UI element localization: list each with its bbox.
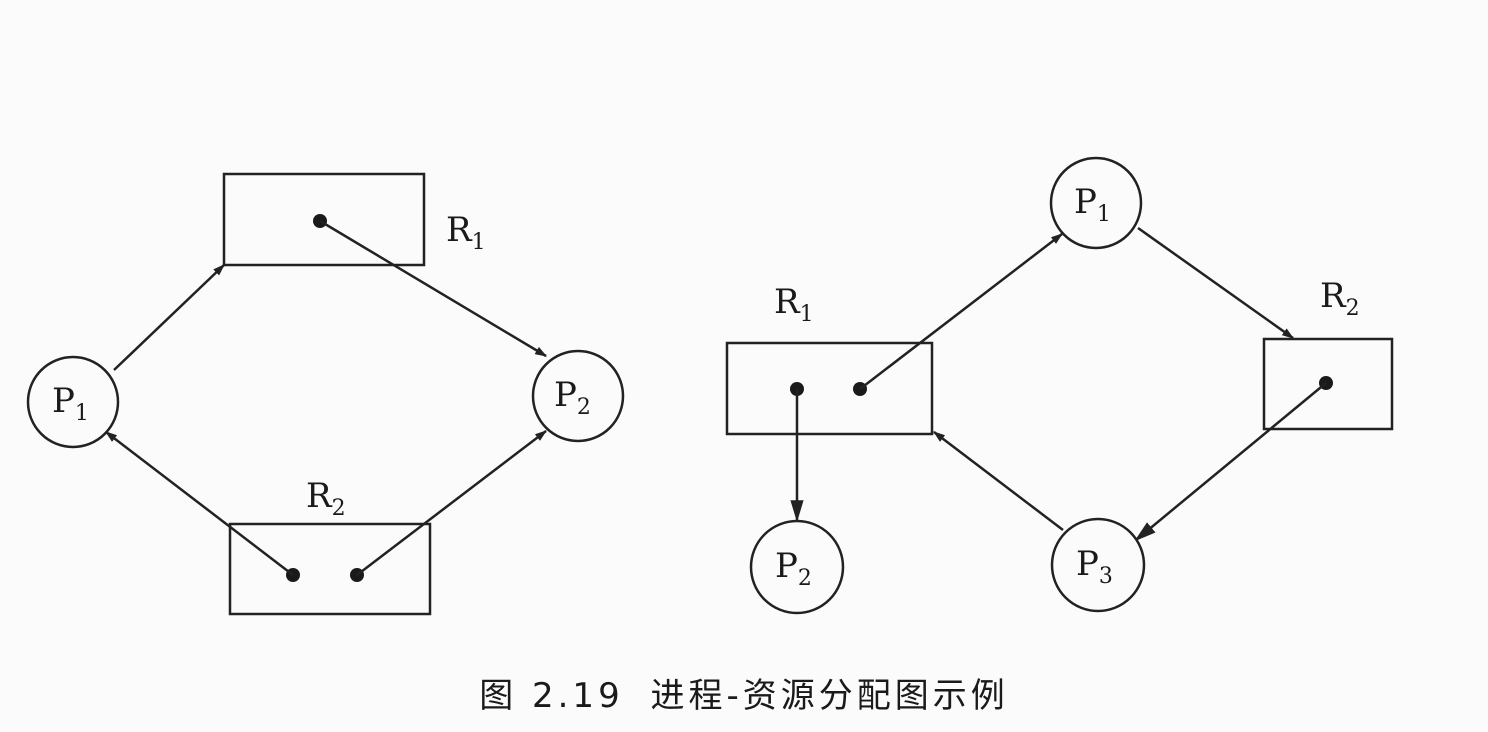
- left-edge-r2-assigned-p1: [105, 431, 294, 576]
- right-p3-node: [1050, 517, 1146, 613]
- right-r2-box: [1262, 337, 1394, 431]
- right-p1-node: [1049, 156, 1143, 250]
- left-p1-label: P1: [52, 381, 89, 426]
- right-p2-node: [749, 519, 845, 615]
- figure-title: 进程-资源分配图示例: [650, 676, 1009, 716]
- right-edge-r1-assigned-p1: [859, 233, 1063, 390]
- left-r2-box: [228, 522, 432, 616]
- figure-caption: 图 2.19 进程-资源分配图示例: [0, 668, 1488, 717]
- left-edge-p1-request-r1: [113, 264, 225, 371]
- right-edge-p3-request-r1: [933, 431, 1064, 531]
- left-edge-r2-assigned-p2: [356, 430, 547, 576]
- right-edge-r2-assigned-p3: [1134, 382, 1327, 542]
- left-p2-label: P2: [554, 375, 591, 420]
- right-p1-label: P1: [1074, 182, 1111, 227]
- right-r1-label: R1: [774, 282, 814, 327]
- right-p2-label: P2: [775, 546, 812, 591]
- right-r2-label: R2: [1320, 276, 1360, 321]
- left-r1-label: R1: [446, 210, 486, 255]
- right-edge-p1-request-r2: [1137, 226, 1294, 340]
- left-r2-label: R2: [306, 476, 346, 521]
- left-r1-box: [222, 172, 426, 267]
- left-edge-r1-assigned-p2: [319, 219, 548, 358]
- left-p1-node: [26, 355, 120, 449]
- right-p3-label: P3: [1076, 544, 1113, 589]
- left-p2-node: [531, 349, 625, 443]
- figure-number: 图 2.19: [479, 676, 624, 716]
- right-r1-box: [725, 341, 934, 436]
- graph-left: R1 R2 P1 P2: [26, 172, 625, 616]
- graph-right: R1 R2 P1 P2 P3: [725, 156, 1394, 615]
